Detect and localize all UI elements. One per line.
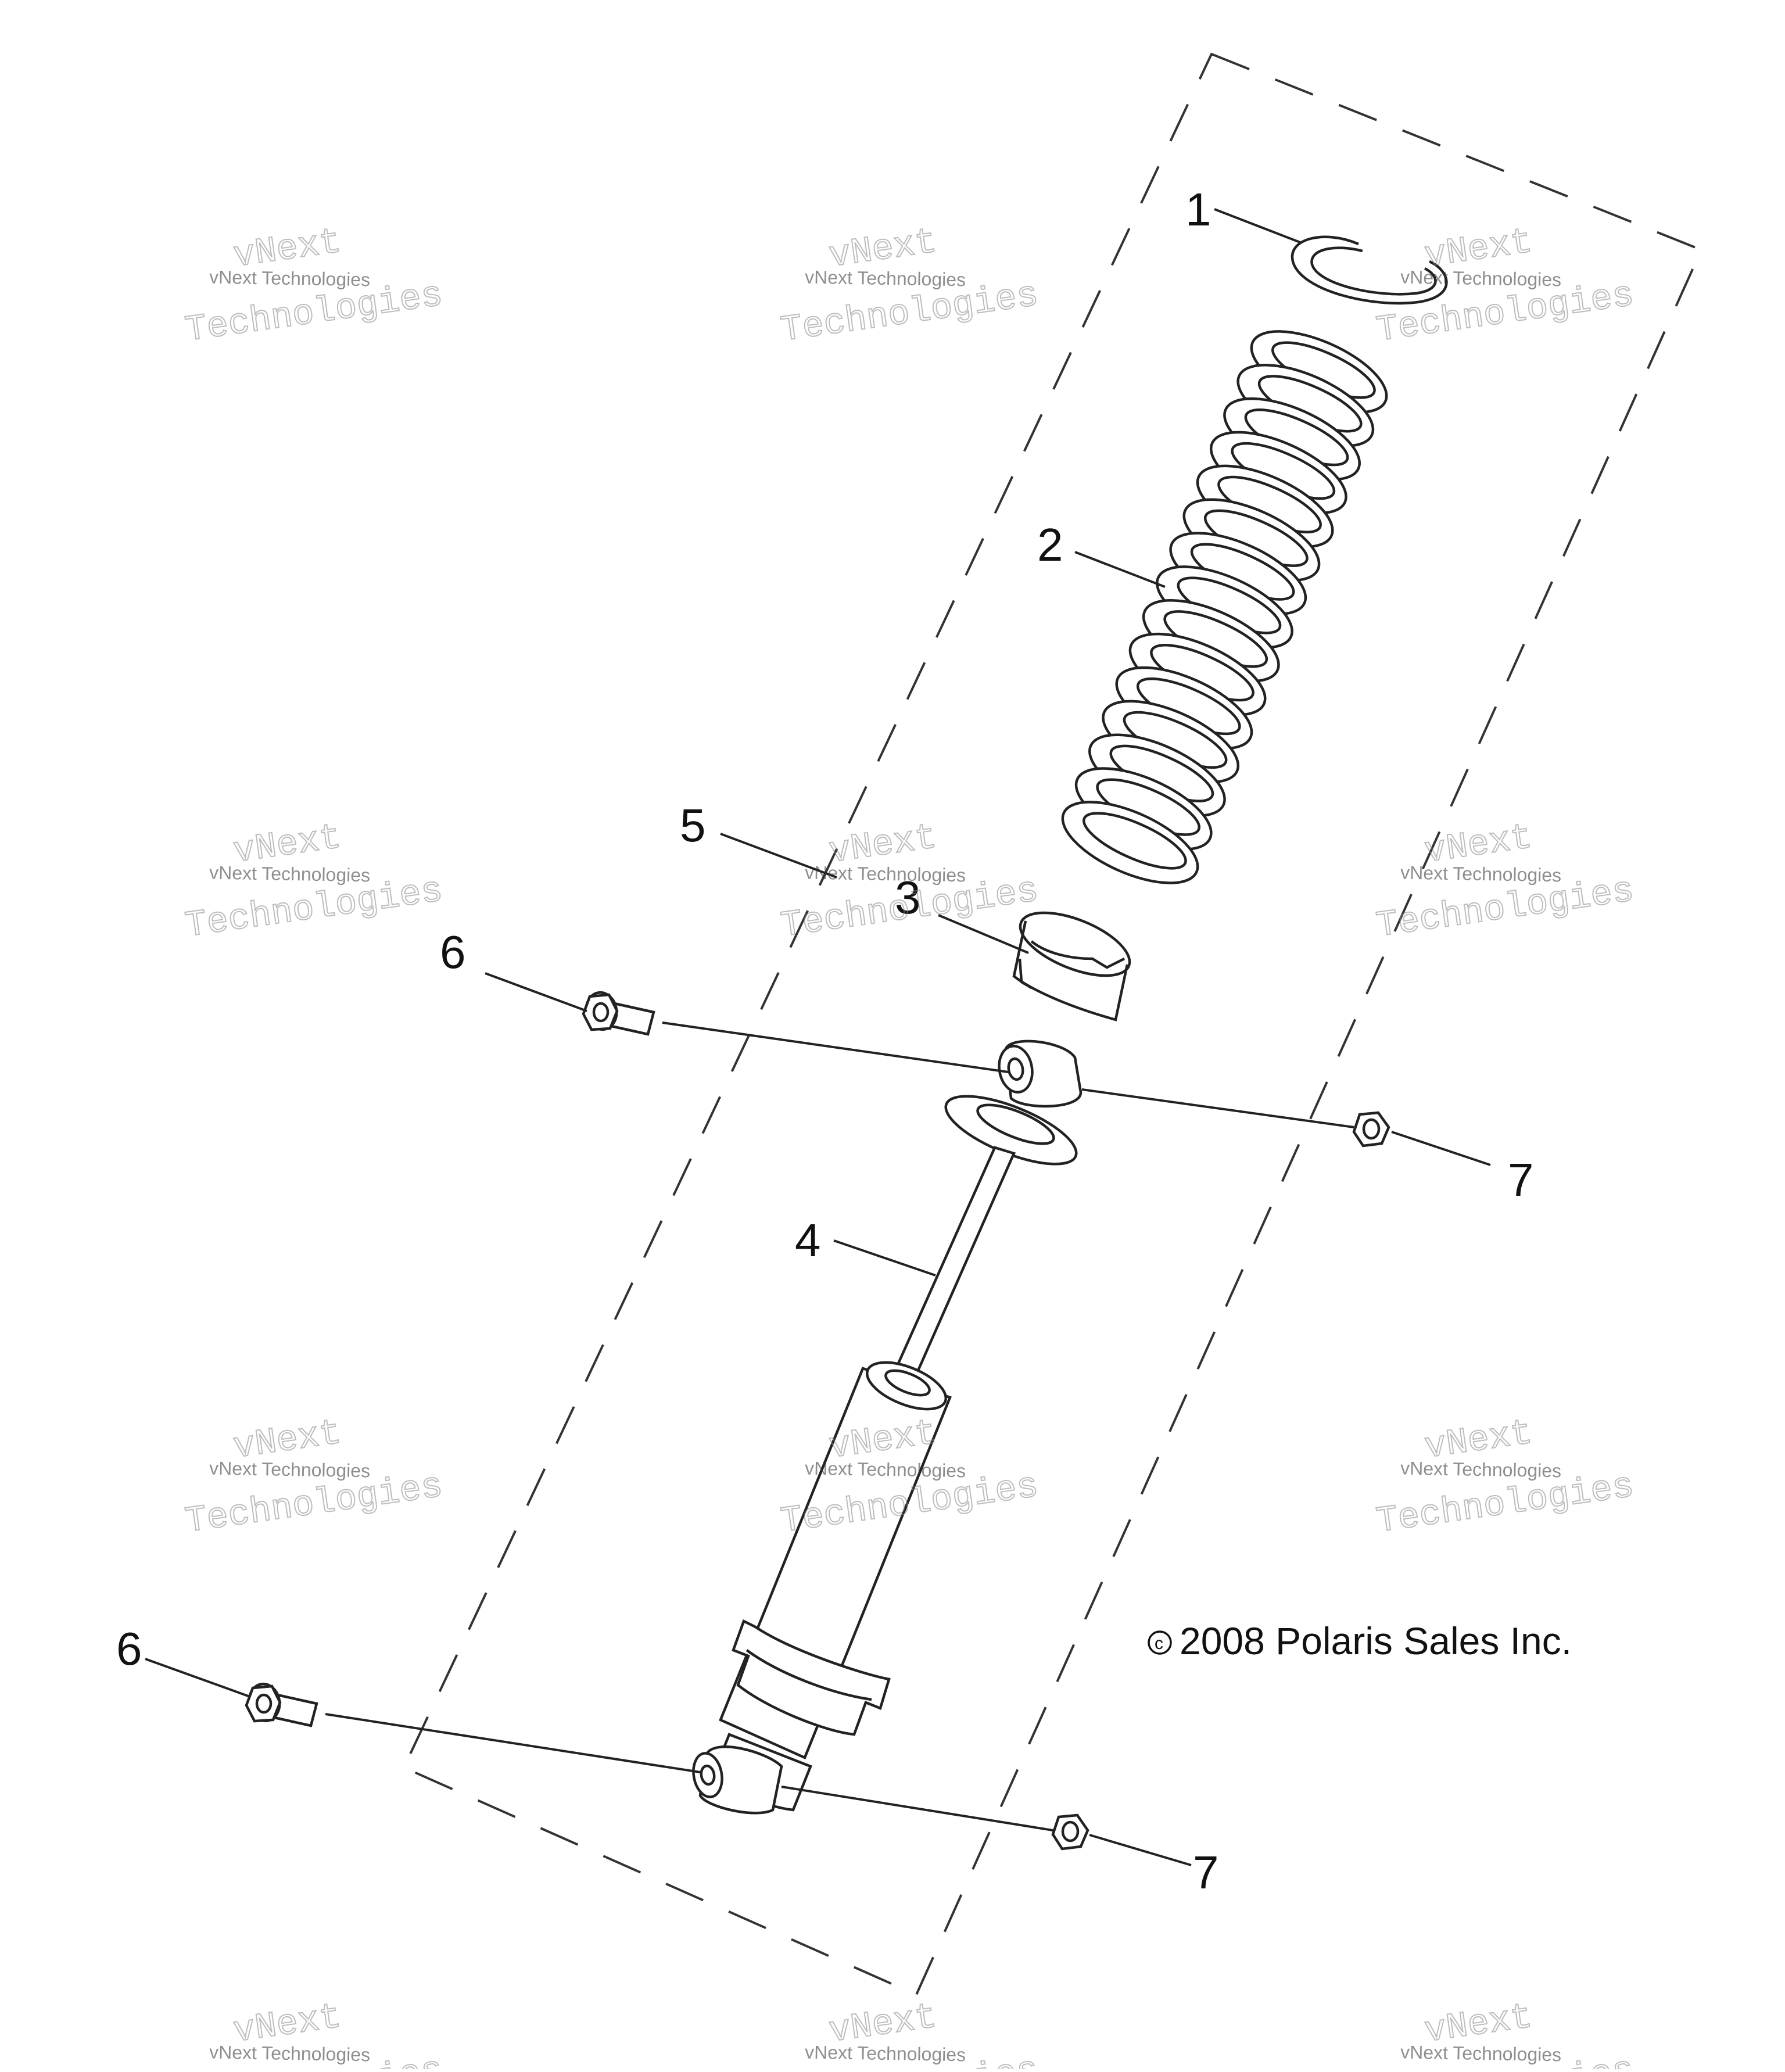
watermark-caption: vNext Technologies <box>1400 2042 1561 2066</box>
callout-7-upper: 7 <box>1508 1154 1534 1206</box>
snap-ring <box>1291 235 1448 305</box>
callout-7-lower: 7 <box>1193 1847 1219 1898</box>
watermark-caption: vNext Technologies <box>805 267 966 291</box>
copyright-notice: c 2008 Polaris Sales Inc. <box>1148 1619 1572 1662</box>
watermark-caption: vNext Technologies <box>1400 1458 1561 1482</box>
watermark-caption: vNext Technologies <box>1400 862 1561 886</box>
assembly-boundary <box>402 52 1703 1996</box>
watermark-caption: vNext Technologies <box>209 1458 370 1482</box>
mounting-bolt-upper <box>582 991 655 1036</box>
spring-coil-inner <box>1083 812 1187 870</box>
spring-coil <box>1061 801 1199 884</box>
callout-1: 1 <box>1185 184 1211 235</box>
watermark-caption: vNext Technologies <box>209 862 370 886</box>
callout-6-upper: 6 <box>440 926 466 978</box>
lock-nut-lower <box>1051 1813 1089 1851</box>
callout-3: 3 <box>895 872 921 923</box>
callout-labels: 1 2 3 4 5 6 6 7 7 <box>116 184 1534 1898</box>
shock-absorber <box>692 1039 1083 1815</box>
copyright-text: 2008 Polaris Sales Inc. <box>1180 1619 1572 1662</box>
watermark-caption: vNext Technologies <box>805 2042 966 2066</box>
watermark-caption: vNext Technologies <box>1400 267 1561 291</box>
watermark-caption: vNext Technologies <box>805 862 966 886</box>
callout-6-lower: 6 <box>116 1623 142 1675</box>
copyright-symbol <box>1148 1630 1172 1655</box>
copyright-symbol-letter: c <box>1155 1634 1163 1653</box>
coil-spring <box>1061 330 1388 884</box>
watermark-caption: vNext Technologies <box>209 2042 370 2066</box>
callout-2: 2 <box>1037 519 1063 571</box>
assembly-lines <box>325 1021 1354 1831</box>
lock-nut-upper <box>1352 1111 1390 1148</box>
spring-retainer <box>1012 911 1131 1021</box>
watermark-caption: vNext Technologies <box>805 1458 966 1482</box>
callout-5: 5 <box>680 800 706 851</box>
watermark-caption: vNext Technologies <box>209 267 370 291</box>
leader-lines <box>145 208 1491 1866</box>
callout-4: 4 <box>795 1214 821 1266</box>
mounting-bolt-lower <box>245 1682 318 1727</box>
